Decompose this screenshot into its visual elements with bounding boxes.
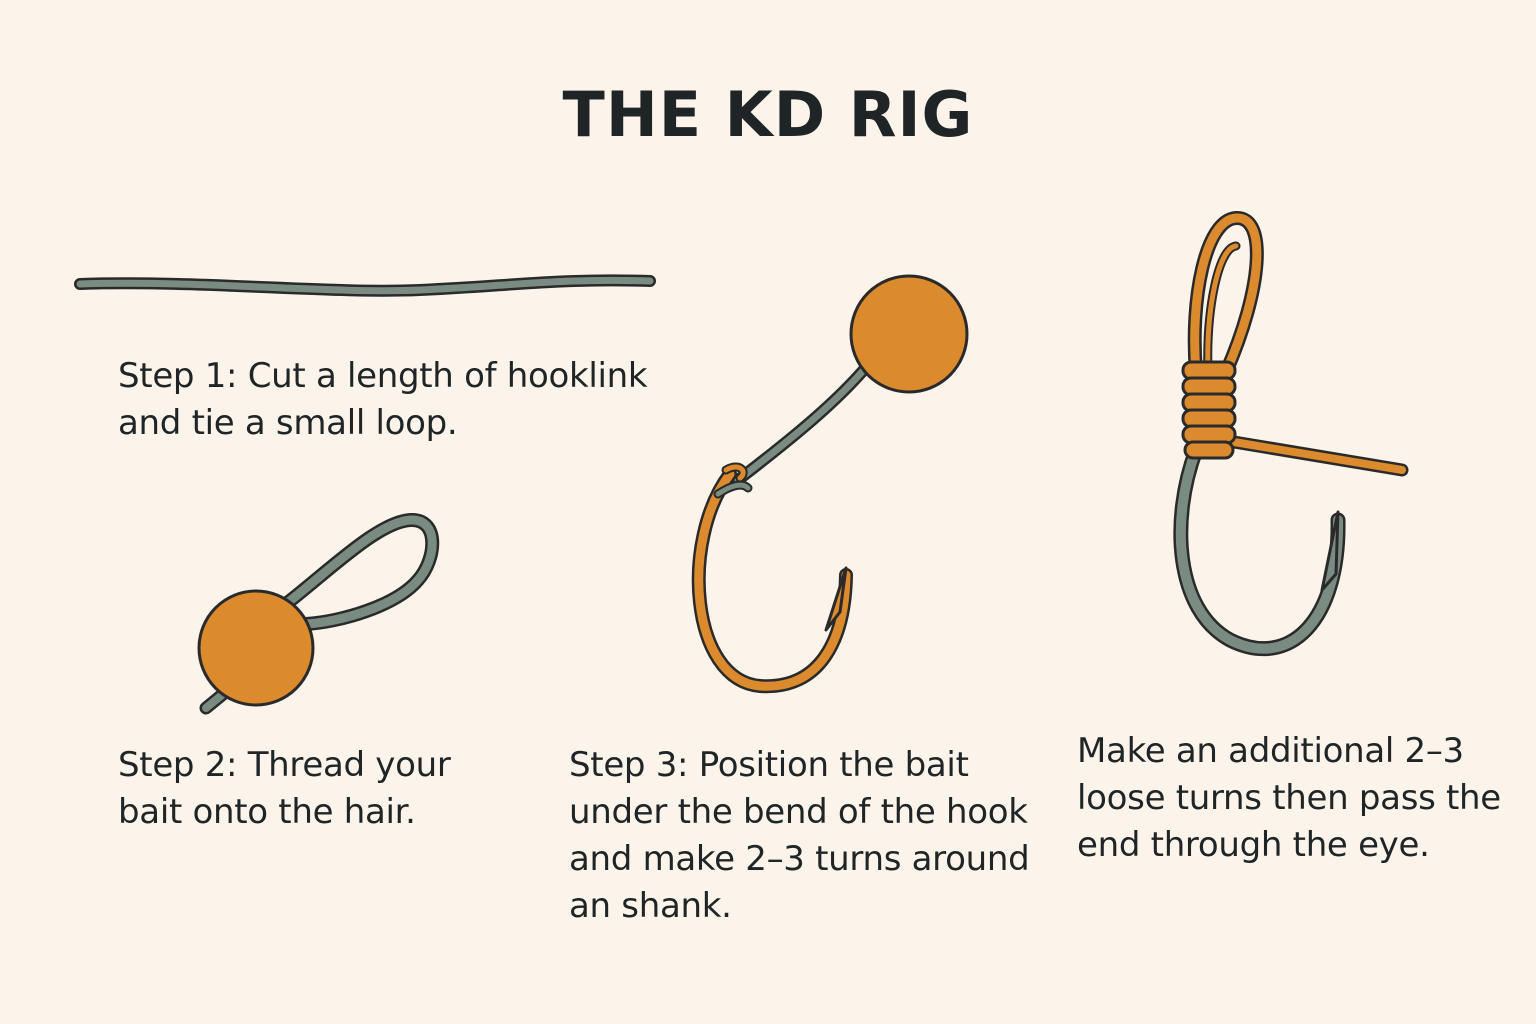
step-3-caption: Step 3: Position the bait under the bend… — [569, 745, 1030, 926]
bait-on-hair-illustration — [197, 512, 440, 715]
step-4-caption: Make an additional 2–3 loose turns then … — [1077, 731, 1501, 865]
knot-wraps — [1181, 360, 1237, 460]
step-1-caption: Step 1: Cut a length of hooklink and tie… — [118, 356, 648, 443]
page-title: THE KD RIG — [562, 78, 974, 151]
hooklink-illustration — [74, 274, 656, 297]
bait-hook-illustration — [691, 274, 969, 694]
hook-knot-illustration — [1173, 211, 1409, 657]
bait-boilie — [849, 274, 969, 394]
step-2-caption: Step 2: Thread your bait onto the hair. — [118, 745, 451, 832]
bait-boilie — [197, 589, 315, 707]
